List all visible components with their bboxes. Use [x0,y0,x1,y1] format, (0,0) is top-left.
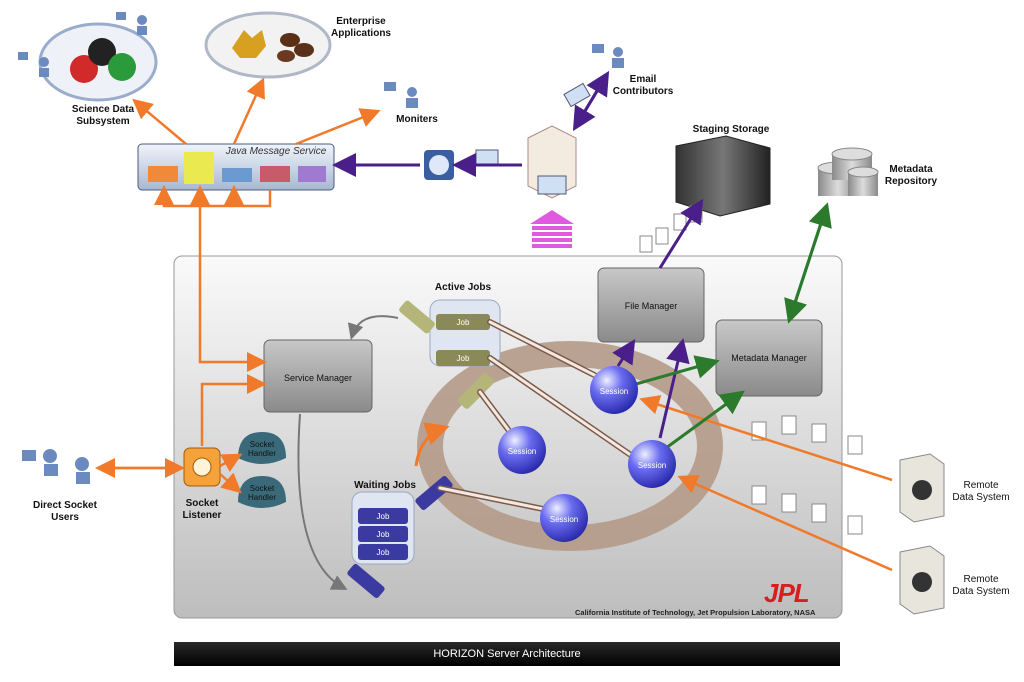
socket-handler-2 [238,476,286,508]
job-label-active-1: Job [456,318,470,327]
document-icons [639,205,863,535]
metadata-manager-label: Metadata Manager [731,353,807,363]
green-connectors [635,202,832,450]
job-tile-1 [399,300,435,334]
session-label-2: Session [507,447,537,456]
socket-handler-label-1: Socket Handler [247,440,276,458]
file-manager-box [597,267,705,343]
users-icon [18,12,147,77]
upload-arrow-icon [530,210,574,248]
active-jobs-queue [429,299,501,367]
grey-connectors [297,315,399,590]
email-contributors-icon [592,44,624,68]
job-label-active-2: Job [456,354,470,363]
purple-connectors [332,70,704,439]
job-links-inner [438,320,640,514]
staging-storage-label: Staging Storage [692,124,770,135]
metadata-repository-icon [817,147,879,196]
socket-handler-label-2: Socket Handler [247,484,276,502]
service-manager-label: Service Manager [283,373,353,383]
credit-text: California Institute of Technology, Jet … [575,608,816,617]
envelope-icon [475,149,499,165]
remote-data-system-icon-1 [899,453,945,523]
metadata-repository-label: Metadata Repository [884,164,938,187]
session-label-3: Session [637,461,667,470]
remote-data-system-label-2: Remote Data System [952,574,1010,597]
email-icon [563,82,591,108]
jms-label: Java Message Service [225,146,327,157]
waiting-jobs-queue [351,491,415,565]
enterprise-applications-icon [204,11,332,79]
socket-listener-icon [183,447,221,487]
mail-server-icon [527,125,577,199]
socket-handler-1 [238,432,286,464]
job-tile-2 [458,373,494,409]
science-data-subsystem-icon [38,22,158,102]
jpl-logo: JPL [764,578,810,608]
session-label-4: Session [549,515,579,524]
remote-data-system-label-1: Remote Data System [952,480,1010,503]
orange-connectors [95,77,893,572]
active-jobs-label: Active Jobs [434,282,492,293]
job-tile-4 [347,564,385,598]
job-label-waiting-2: Job [376,530,390,539]
science-data-label: Science Data Subsystem [71,104,135,127]
job-label-waiting-1: Job [376,512,390,521]
router-icon [424,150,454,180]
file-manager-label: File Manager [624,301,678,311]
waiting-jobs-label: Waiting Jobs [354,480,416,491]
socket-listener-label: Socket Listener [182,498,222,521]
direct-socket-users-icon [22,449,90,484]
session-node-1 [590,366,638,414]
job-tile-3 [415,476,453,510]
session-label-1: Session [599,387,629,396]
session-node-4 [540,494,588,542]
monitors-label: Moniters [396,114,438,125]
remote-data-system-icon-2 [899,545,945,615]
session-node-3 [628,440,676,488]
monitors-icon [384,82,418,108]
job-label-waiting-3: Job [376,548,390,557]
session-node-2 [498,426,546,474]
email-contributors-label: Email Contributors [612,74,674,97]
enterprise-label: Enterprise Applications [330,16,391,39]
direct-socket-users-label: Direct Socket Users [33,500,97,523]
staging-storage-icon [675,135,771,217]
diagram-title-bar: HORIZON Server Architecture [174,642,840,666]
